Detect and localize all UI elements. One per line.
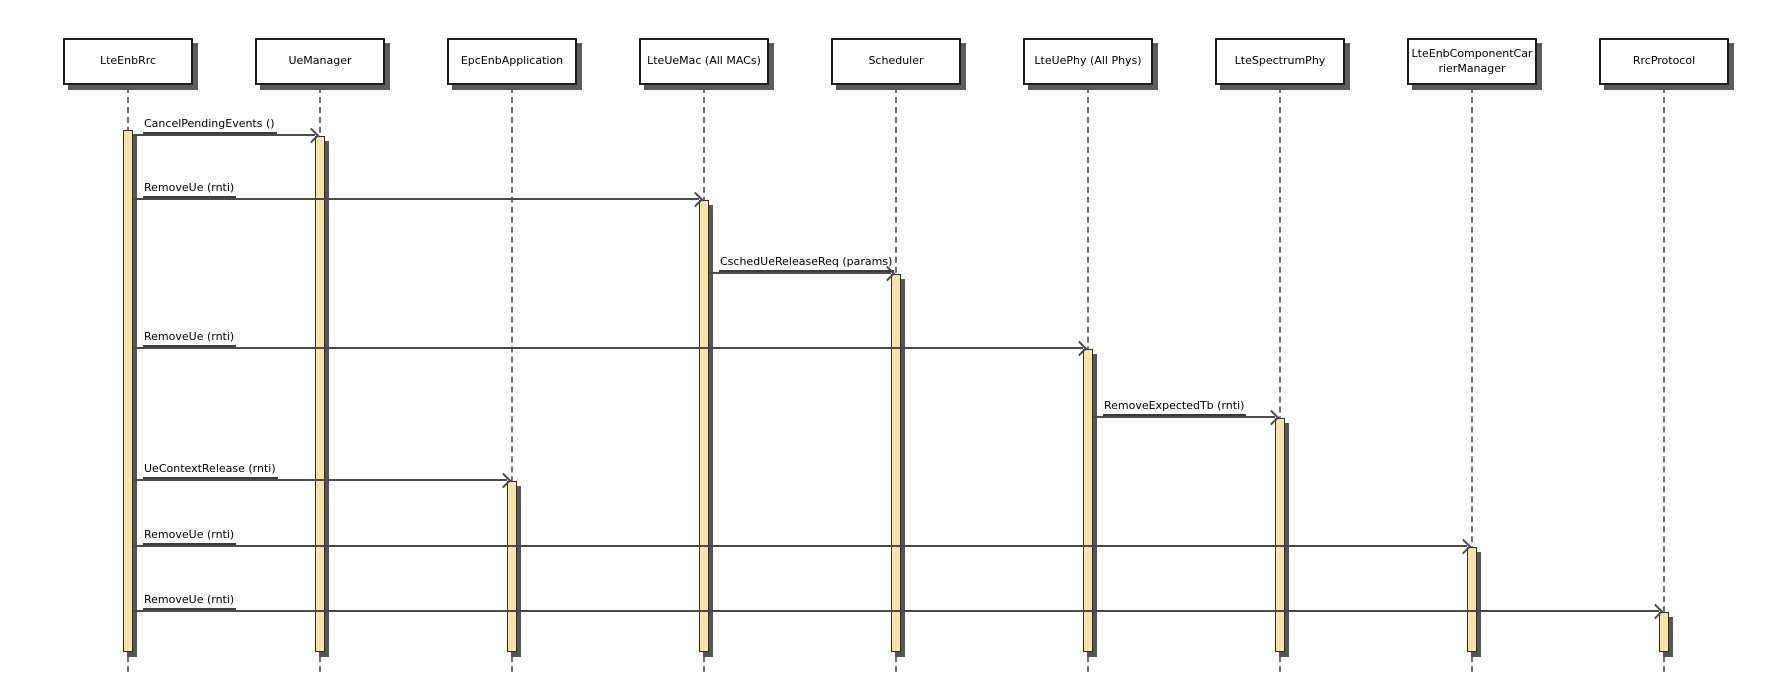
message-cancelpendingevents: CancelPendingEvents () (133, 117, 320, 144)
participant-box-lteenbrrc: LteEnbRrc (63, 38, 193, 85)
participant-label: LteSpectrumPhy (1234, 54, 1326, 68)
participant-label: LteEnbRrc (99, 54, 157, 68)
activation-bar-ltespectrumphy (1275, 418, 1285, 652)
message-label: UeContextRelease (rnti) (143, 462, 278, 479)
lifeline-epcenbapplication (511, 87, 513, 672)
activation-bar-lteuephy (1083, 349, 1093, 652)
message-uecontextrelease: UeContextRelease (rnti) (133, 462, 512, 489)
participant-label: LteUeMac (All MACs) (647, 54, 761, 68)
participant-label: EpcEnbApplication (460, 54, 564, 68)
participant-box-lteuemac: LteUeMac (All MACs) (639, 38, 769, 85)
activation-bar-componentcarriermanager (1467, 547, 1477, 652)
message-label: RemoveExpectedTb (rnti) (1103, 399, 1247, 416)
participant-label: LteUePhy (All Phys) (1034, 54, 1142, 68)
participant-box-epcenbapplication: EpcEnbApplication (447, 38, 577, 85)
participant-box-ltespectrumphy: LteSpectrumPhy (1215, 38, 1345, 85)
activation-bar-epcenbapplication (507, 481, 517, 652)
message-label: RemoveUe (rnti) (143, 181, 237, 198)
message-removeue-ccm: RemoveUe (rnti) (133, 528, 1472, 555)
message-label: CancelPendingEvents () (143, 117, 277, 134)
participant-box-scheduler: Scheduler (831, 38, 961, 85)
message-removeue-mac: RemoveUe (rnti) (133, 181, 704, 208)
activation-bar-rrcprotocol (1659, 612, 1669, 652)
participant-box-uemanager: UeManager (255, 38, 385, 85)
message-cscheduereleasereq: CschedUeReleaseReq (params) (709, 255, 896, 282)
message-removeue-rrcprotocol: RemoveUe (rnti) (133, 593, 1664, 620)
activation-bar-scheduler (891, 274, 901, 652)
participant-label: Scheduler (868, 54, 924, 68)
activation-bar-lteuemac (699, 200, 709, 652)
activation-bar-lteenbrrc (123, 130, 133, 652)
message-label: RemoveUe (rnti) (143, 593, 237, 610)
message-removeue-phy: RemoveUe (rnti) (133, 330, 1088, 357)
participant-label: UeManager (288, 54, 352, 68)
participant-label: RrcProtocol (1632, 54, 1696, 68)
activation-bar-uemanager (315, 136, 325, 652)
participant-box-lteuephy: LteUePhy (All Phys) (1023, 38, 1153, 85)
participant-label: LteEnbComponentCarrierManager (1411, 47, 1533, 75)
lifeline-componentcarriermanager (1471, 87, 1473, 672)
message-label: RemoveUe (rnti) (143, 330, 237, 347)
lifeline-rrcprotocol (1663, 87, 1665, 672)
participant-box-rrcprotocol: RrcProtocol (1599, 38, 1729, 85)
message-removeexpectedtb: RemoveExpectedTb (rnti) (1093, 399, 1280, 426)
participant-box-componentcarriermanager: LteEnbComponentCarrierManager (1407, 38, 1537, 85)
message-label: RemoveUe (rnti) (143, 528, 237, 545)
message-label: CschedUeReleaseReq (params) (719, 255, 895, 272)
lifeline-ltespectrumphy (1279, 87, 1281, 672)
